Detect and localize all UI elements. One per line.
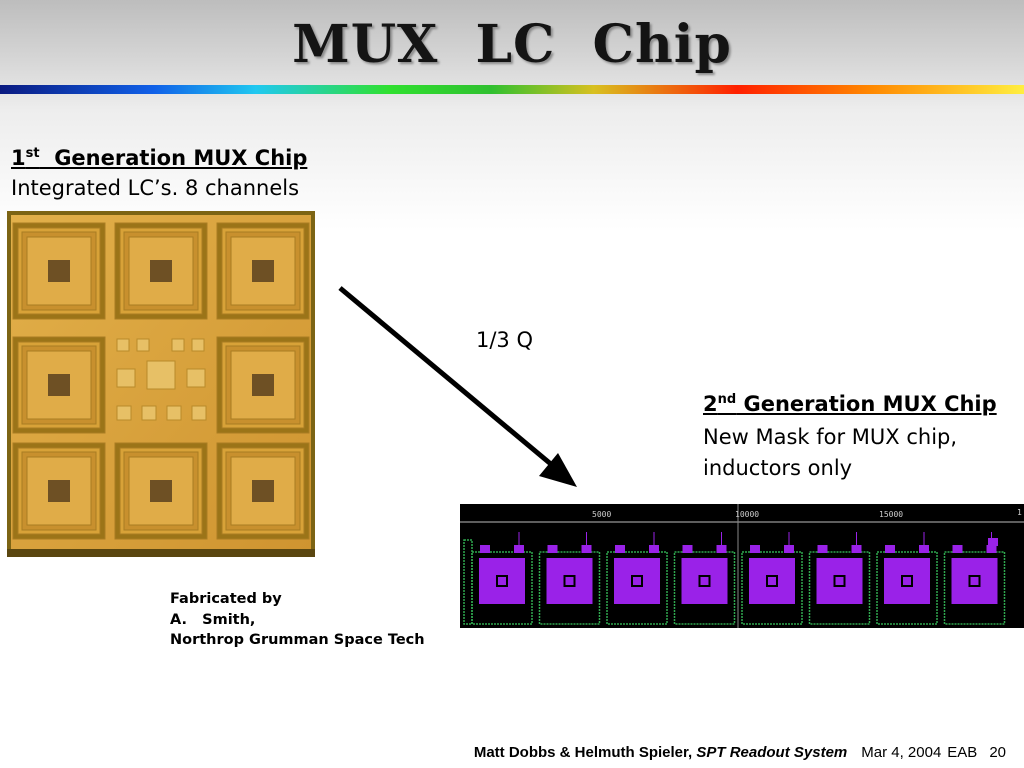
arrow-label: 1/3 Q [476,328,534,352]
fabrication-line: Northrop Grumman Space Tech [170,632,425,648]
inductor-cell [12,222,106,320]
slide-footer: Matt Dobbs & Helmuth Spieler, SPT Readou… [474,744,1006,761]
inductor-cell [216,336,310,434]
gen2-description: New Mask for MUX chip, inductors only [703,422,957,484]
footer-page-number: 20 [989,744,1006,761]
footer-author: Matt Dobbs & Helmuth Spieler, [473,744,697,761]
layout-channel [943,532,1006,625]
footer-system: SPT Readout System [696,744,848,761]
gen2-chip-layout: 5000 10000 15000 1 [460,504,1024,628]
arrow-icon [338,286,577,487]
gen1-heading-ordinal: st [25,146,40,161]
gen2-layout-svg: 5000 10000 15000 1 [460,504,1024,628]
layout-channel [606,532,668,625]
ruler-tick-label: 1 [1017,508,1022,517]
layout-channel [538,532,601,625]
fabrication-line: Fabricated by [170,591,282,607]
gen1-heading: 1st Generation MUX Chip [11,146,307,170]
gen1-heading-number: 1 [11,146,26,170]
rainbow-divider [0,85,1024,94]
layout-channel [876,532,938,625]
inductor-cell [114,442,208,540]
gen2-heading-text: Generation MUX Chip [736,392,997,416]
center-pads [116,338,207,421]
gen2-heading-number: 2 [703,392,718,416]
ruler-tick-label: 5000 [592,510,611,519]
gen1-heading-text: Generation MUX Chip [39,146,308,170]
gen2-heading-ordinal: nd [717,392,737,407]
layout-channel [808,532,871,625]
inductor-cell [12,442,106,540]
layout-channel [741,532,803,625]
layout-channel [471,532,533,625]
ruler-tick-label: 10000 [735,510,759,519]
gen2-description-line: New Mask for MUX chip, [703,425,958,449]
gen1-chip-photo [7,211,315,557]
gen2-description-line: inductors only [703,456,853,480]
fabrication-line: A. Smith, [170,611,256,628]
inductor-cell [216,442,310,540]
fabrication-note: Fabricated by A. Smith, Northrop Grumman… [170,589,425,651]
inductor-cell [216,222,310,320]
footer-date: Mar 4, 2004 [861,744,942,761]
footer-initials: EAB [947,744,978,761]
inductor-cell [114,222,208,320]
inductor-cell [12,336,106,434]
layout-channel [673,532,736,625]
gen1-chip-svg [7,211,315,557]
gen1-description: Integrated LC’s. 8 channels [11,176,300,200]
ruler-tick-label: 15000 [879,510,903,519]
gen2-heading: 2nd Generation MUX Chip [703,392,997,416]
slide-title: MUX LC Chip [292,14,732,75]
